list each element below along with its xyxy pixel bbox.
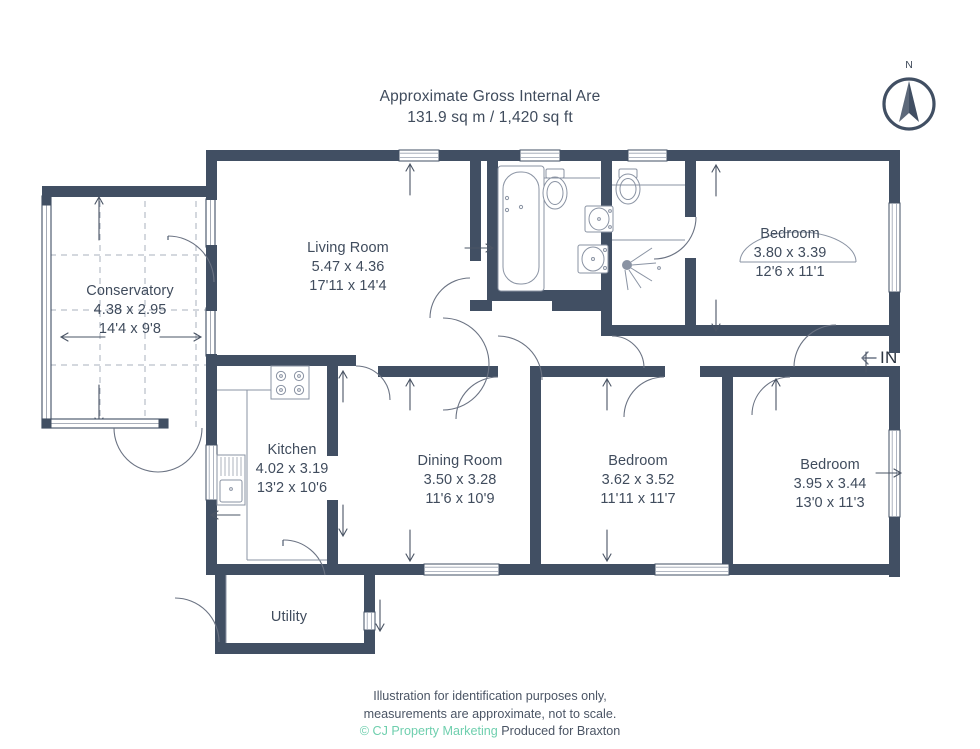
conservatory-glazing-grid [50, 190, 215, 430]
bathroom-fixtures [497, 165, 609, 292]
credit-line: © CJ Property Marketing Produced for Bra… [0, 723, 980, 741]
compass-north-label: N [905, 59, 913, 71]
disclaimer-line-2: measurements are approximate, not to sca… [363, 706, 617, 721]
compass-needle-icon [882, 77, 936, 131]
direction-arrows [209, 162, 903, 633]
hob-icon [270, 365, 310, 400]
interior-detail-lines [225, 177, 857, 643]
ensuite-fixtures [584, 168, 661, 291]
toilet-icon [542, 168, 568, 210]
windows [205, 149, 901, 631]
produced-for-label: Produced for Braxton [501, 724, 621, 738]
door-swings [113, 216, 837, 643]
conservatory-glazed-walls [41, 195, 216, 429]
structural-walls [42, 150, 900, 654]
copyright-notice: © CJ Property Marketing [359, 724, 498, 738]
disclaimer-line-1: Illustration for identification purposes… [373, 689, 607, 703]
toilet-icon [615, 168, 641, 205]
basin-icon [584, 205, 614, 233]
shower-icon [622, 247, 661, 291]
basin-icon [577, 244, 609, 274]
plan-footer: Illustration for identification purposes… [0, 688, 980, 741]
compass-rose: N [872, 59, 946, 134]
kitchen-fixtures [216, 365, 327, 561]
arrow-left-icon [861, 351, 877, 365]
conservatory-dimension-arrows [59, 195, 203, 427]
sink-icon [216, 454, 246, 506]
